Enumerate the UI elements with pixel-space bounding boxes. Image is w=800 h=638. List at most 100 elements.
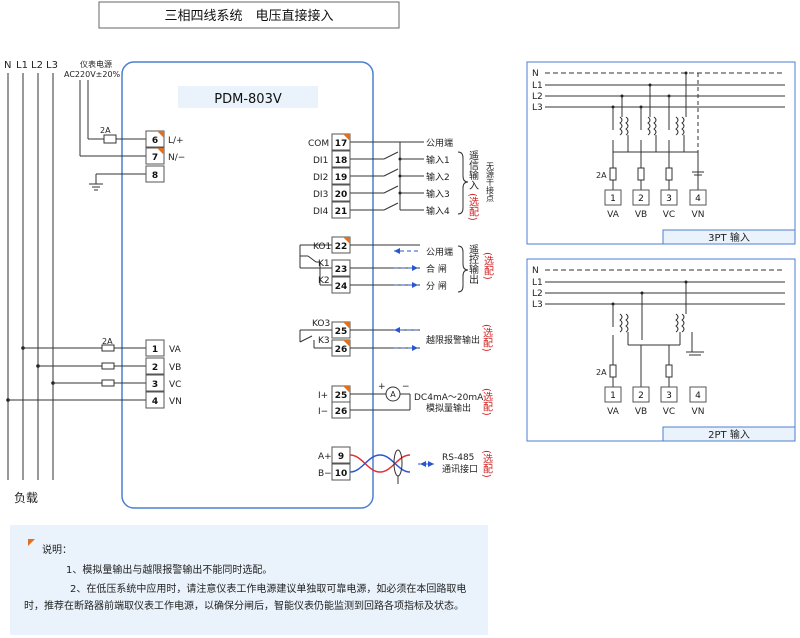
svg-text:KO3: KO3 [312, 319, 330, 329]
svg-text:输入3: 输入3 [426, 188, 450, 200]
svg-text:VN: VN [692, 407, 705, 417]
terminal-25-analog: I+ 25 [318, 385, 351, 403]
relay-option: (选配) [482, 252, 494, 280]
svg-text:2A: 2A [596, 171, 607, 180]
svg-text:VC: VC [169, 380, 181, 390]
terminal-21: DI4 21 输入4 [313, 201, 450, 219]
title-box: 三相四线系统 电压直接接入 [98, 1, 400, 29]
line-label-l3: L3 [46, 60, 58, 71]
svg-text:L1: L1 [532, 278, 543, 288]
power-spec: AC220V±20% [64, 70, 121, 79]
svg-text:DI4: DI4 [313, 207, 329, 217]
svg-text:23: 23 [335, 265, 348, 275]
title: 三相四线系统 电压直接接入 [164, 8, 333, 24]
terminal-23: K1 23 [318, 259, 351, 277]
svg-text:3: 3 [666, 194, 672, 204]
svg-text:4: 4 [695, 194, 701, 204]
voltage-fuse-label: 2A [102, 337, 113, 346]
pt2-panel: N L1 L2 L3 2A [526, 258, 796, 442]
svg-text:VA: VA [169, 345, 182, 355]
svg-text:21: 21 [335, 207, 348, 217]
svg-text:B−: B− [318, 469, 332, 479]
note-item-2: 2、在低压系统中应用时，请注意仪表工作电源建议单独取可靠电源，如必须在本回路取电… [24, 584, 467, 612]
di-option: (选配) [467, 193, 479, 221]
svg-text:KO1: KO1 [313, 242, 331, 252]
alarm-option: (选配) [481, 324, 493, 352]
svg-text:2: 2 [152, 363, 158, 373]
svg-text:VB: VB [635, 407, 647, 417]
terminal-19: DI2 19 输入2 [313, 167, 450, 185]
relay-group-label: 遥控输出 [467, 243, 479, 284]
line-label-l1: L1 [16, 60, 28, 71]
rs485-sub: 通讯接口 [442, 463, 478, 475]
svg-text:22: 22 [335, 242, 348, 252]
svg-text:17: 17 [335, 139, 348, 149]
terminal-3: 3 VC [145, 374, 181, 392]
line-label-n: N [4, 60, 11, 71]
svg-text:N: N [532, 266, 539, 276]
svg-text:2: 2 [638, 194, 644, 204]
left-lines: N L1 L2 L3 负载 [4, 60, 58, 505]
pt3-caption: 3PT 输入 [708, 231, 750, 244]
svg-text:6: 6 [152, 136, 158, 146]
svg-text:合 闸: 合 闸 [426, 263, 447, 275]
svg-text:L/+: L/+ [168, 136, 184, 146]
rs485-label: RS-485 [442, 453, 474, 463]
terminal-8: 8 [145, 165, 165, 183]
rs485-port: A+ 9 B− 10 RS-485 通讯接口 (选配) [318, 446, 493, 484]
svg-text:7: 7 [152, 153, 158, 163]
notes-panel: 说明： 1、模拟量输出与越限报警输出不能同时选配。 2、在低压系统中应用时，请注… [10, 525, 488, 635]
terminal-7: 7 N/− [145, 147, 185, 165]
voltage-inputs: 2A 1 VA 2 VB 3 VC 4 [6, 337, 182, 409]
note-marker-icon [28, 539, 35, 546]
svg-text:19: 19 [335, 173, 348, 183]
svg-text:公用端: 公用端 [426, 246, 453, 258]
analog-label: DC4mA～20mA [414, 393, 484, 403]
terminal-17: COM 17 公用端 [308, 133, 453, 151]
svg-text:1: 1 [152, 345, 158, 355]
svg-text:3: 3 [152, 380, 158, 390]
ground-icon [89, 183, 103, 191]
svg-text:−: − [402, 382, 410, 392]
svg-text:1: 1 [610, 194, 616, 204]
svg-text:25: 25 [335, 391, 348, 401]
svg-text:N/−: N/− [168, 153, 185, 163]
terminal-2: 2 VB [145, 357, 181, 375]
svg-text:3: 3 [666, 391, 672, 401]
svg-text:8: 8 [152, 171, 158, 181]
svg-text:输入2: 输入2 [426, 171, 450, 183]
transformer-icon [611, 291, 644, 340]
load-label: 负载 [14, 491, 38, 505]
analog-option: (选配) [481, 388, 493, 416]
svg-text:公用端: 公用端 [426, 137, 453, 149]
svg-text:A: A [390, 390, 396, 399]
svg-text:输入4: 输入4 [426, 205, 450, 217]
di-group-label: 遥信输入 [467, 149, 479, 190]
svg-text:VN: VN [692, 210, 705, 220]
svg-text:A+: A+ [318, 452, 332, 462]
terminal-25-alarm: KO3 25 [312, 319, 351, 339]
terminal-24: K2 24 [318, 276, 351, 294]
svg-text:L2: L2 [532, 92, 543, 102]
pt3-panel: N L1 L2 L3 [526, 61, 796, 245]
svg-text:26: 26 [335, 345, 348, 355]
svg-text:K2: K2 [318, 276, 330, 286]
power-fuse-icon [103, 134, 117, 144]
svg-text:+: + [378, 382, 386, 392]
terminal-6: 6 L/+ [145, 130, 184, 148]
svg-text:25: 25 [335, 327, 348, 337]
svg-text:18: 18 [335, 156, 348, 166]
alarm-label: 越限报警输出 [426, 334, 480, 346]
svg-text:20: 20 [335, 190, 348, 200]
svg-text:1: 1 [610, 391, 616, 401]
svg-text:DI1: DI1 [313, 156, 328, 166]
svg-text:N: N [532, 69, 539, 79]
svg-text:VB: VB [169, 363, 181, 373]
svg-text:9: 9 [338, 452, 344, 462]
svg-text:10: 10 [335, 469, 348, 479]
svg-text:4: 4 [695, 391, 701, 401]
svg-text:26: 26 [335, 407, 348, 417]
alarm-output: KO3 25 K3 26 越限报警输出 (选配) [299, 319, 493, 357]
terminal-4: 4 VN [145, 391, 182, 409]
